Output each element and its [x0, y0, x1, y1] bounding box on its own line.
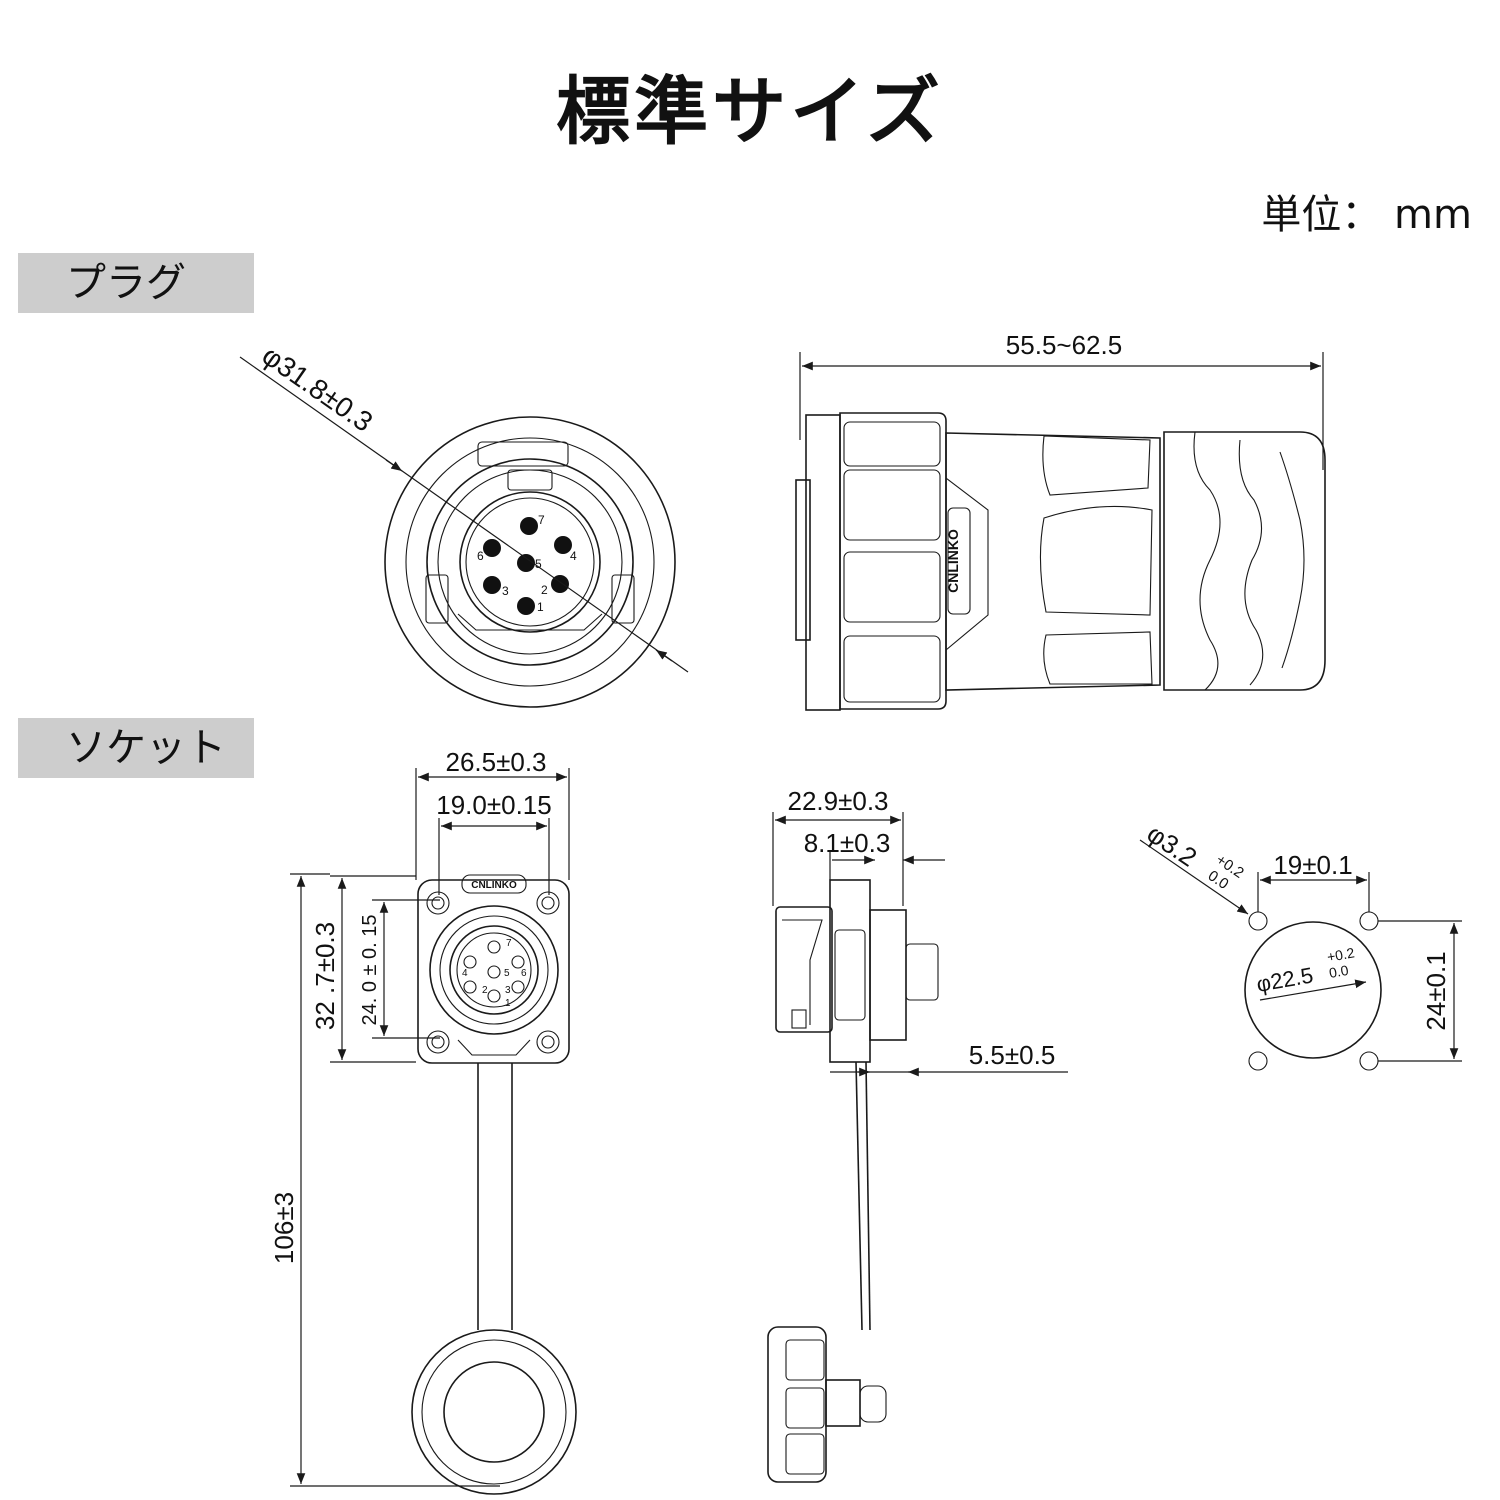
unit-label: 単位： mm [1261, 192, 1472, 238]
pin-label: 3 [505, 985, 511, 996]
pin-label: 4 [462, 968, 468, 979]
plug-side-view: 55.5~62.5 CNLINKO [795, 330, 1326, 711]
side-depth-total-dimension: 22.9±0.3 [787, 786, 888, 816]
panel-cutout-tol-upper: +0.2 [1326, 944, 1356, 965]
socket-height-inner-dimension: 24. 0 ± 0. 15 [359, 914, 381, 1025]
panel-hole-spacing-h-dimension: 19±0.1 [1273, 850, 1352, 880]
pin-label: 1 [505, 998, 511, 1009]
pin-label: 1 [537, 600, 544, 614]
diameter-leader-line [239, 356, 689, 673]
panel-cutout-view: 19±0.1 24±0.1 φ3.2 +0.2 0.0 φ22.5 +0.2 0… [1139, 818, 1462, 1071]
pin-label: 2 [541, 583, 548, 597]
pin-label: 5 [535, 557, 542, 571]
side-depth-flange-dimension: 8.1±0.3 [804, 828, 891, 858]
pin-label: 6 [477, 549, 484, 563]
plug-pins [483, 517, 572, 615]
pin-label: 5 [504, 968, 510, 979]
panel-hole-dia-dimension: φ3.2 [1142, 818, 1203, 873]
socket-width-outer-dimension: 26.5±0.3 [445, 747, 546, 777]
pin-label: 7 [538, 513, 545, 527]
pin-label: 2 [482, 985, 488, 996]
socket-cable-length-dimension: 106±3 [269, 1192, 299, 1264]
plug-front-view: 7 6 4 5 3 2 1 φ31.8±0.3 [239, 340, 689, 708]
socket-side-view: 22.9±0.3 8.1±0.3 5.5±0.5 [767, 786, 1068, 1483]
pin-label: 4 [570, 549, 577, 563]
section-label-plug: プラグ [18, 253, 254, 313]
panel-hole-spacing-v-dimension: 24±0.1 [1421, 951, 1451, 1030]
socket-pins [463, 940, 525, 1003]
brand-logo: CNLINKO [471, 880, 517, 891]
pin-label: 7 [506, 938, 512, 949]
section-label-socket: ソケット [18, 718, 254, 778]
pin-label: 6 [521, 968, 527, 979]
brand-logo: CNLINKO [945, 529, 961, 593]
socket-front-view: 26.5±0.3 19.0±0.15 32 .7±0.3 24. 0 ± 0. … [269, 747, 577, 1495]
panel-cutout-tol-lower: 0.0 [1328, 962, 1350, 981]
plug-diameter-dimension: φ31.8±0.3 [257, 340, 379, 438]
page-title: 標準サイズ [556, 69, 944, 155]
socket-width-inner-dimension: 19.0±0.15 [436, 790, 551, 820]
side-panel-dimension: 5.5±0.5 [969, 1040, 1056, 1070]
socket-height-outer-dimension: 32 .7±0.3 [310, 922, 340, 1030]
plug-length-dimension: 55.5~62.5 [1006, 330, 1122, 360]
pin-label: 3 [502, 584, 509, 598]
